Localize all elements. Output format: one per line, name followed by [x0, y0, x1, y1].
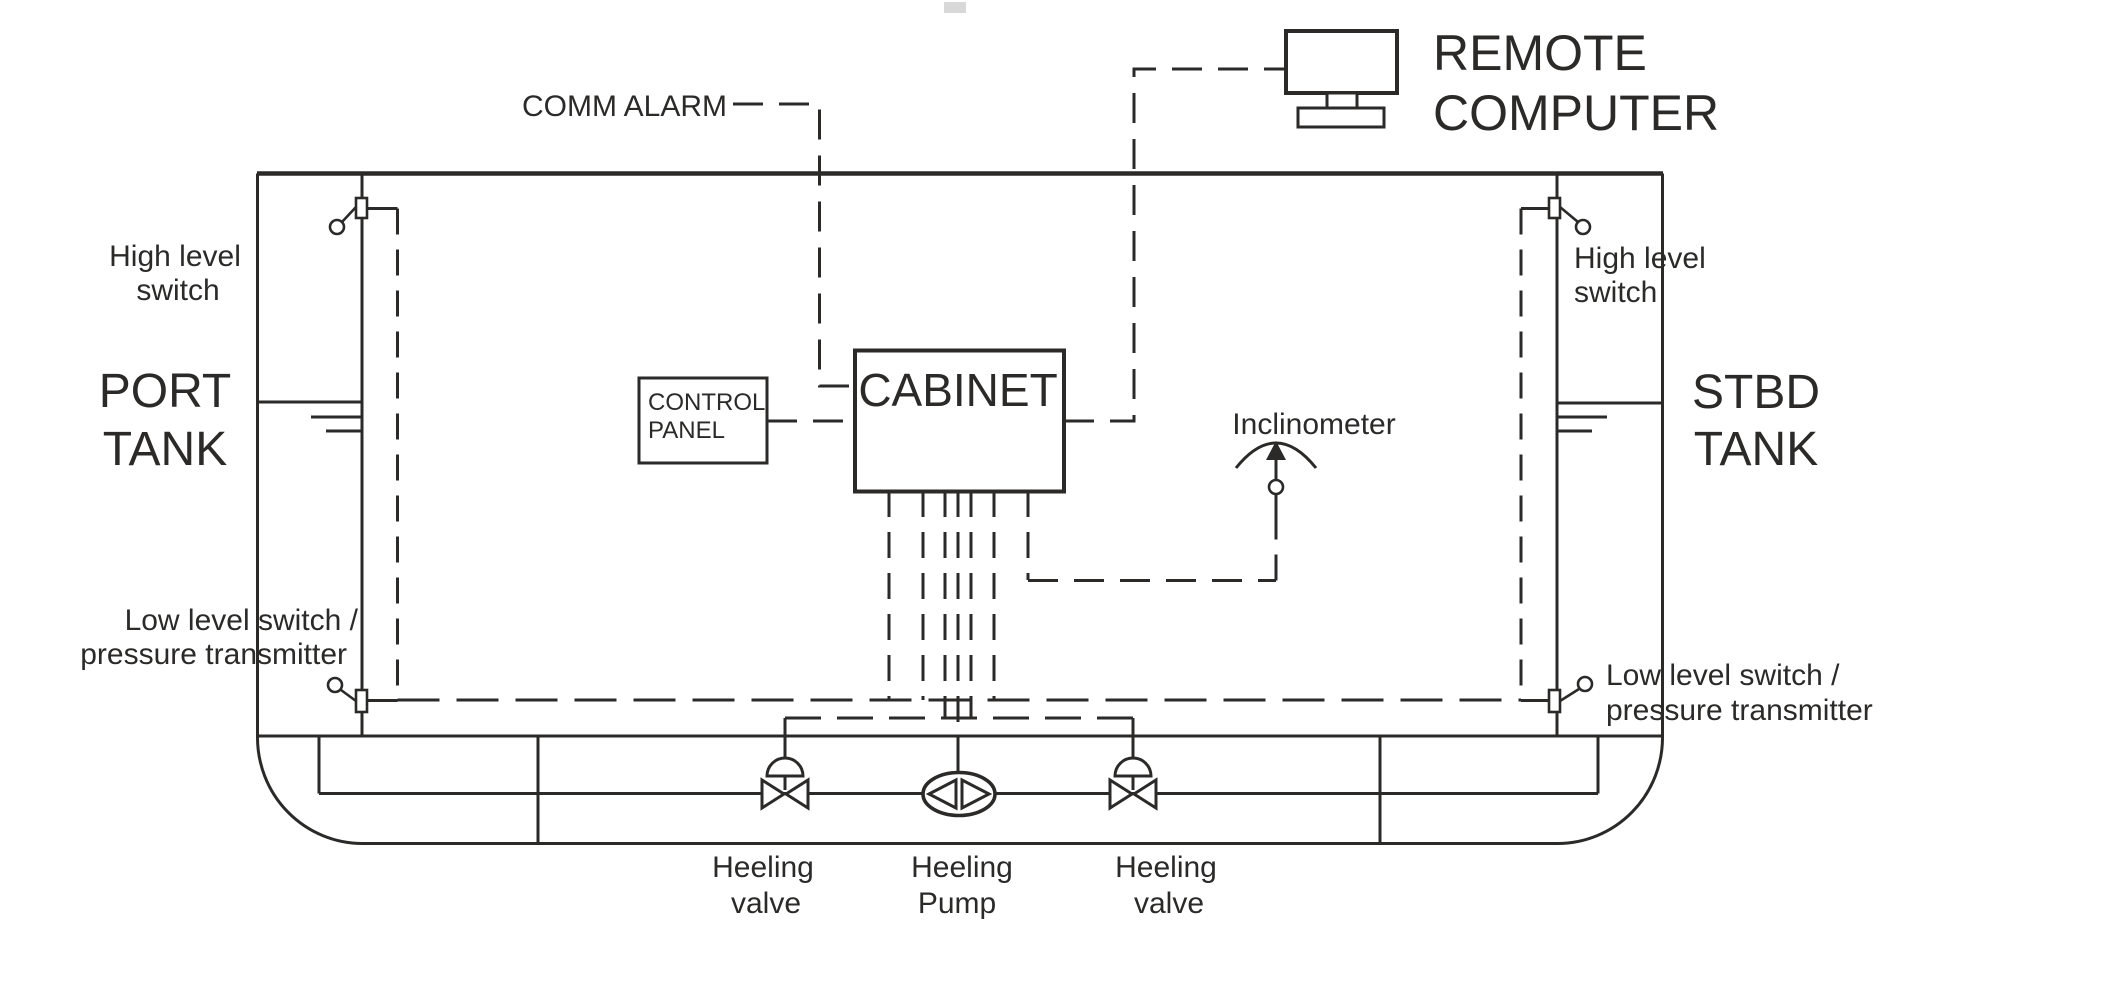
port-bilge-curve — [255, 736, 363, 845]
remote-computer-icon — [1284, 29, 1399, 129]
heeling-pump-icon — [921, 770, 997, 818]
low-level-switch-stbd-label-line2: pressure transmitter — [1606, 694, 1873, 727]
port-tank-water-level-icon — [257, 400, 362, 433]
high-level-switch-stbd-label-line2: switch — [1574, 276, 1657, 309]
low-level-switch-port-label-line1: Low level switch / — [125, 604, 359, 637]
heeling-pump-label-line2: Pump — [918, 887, 996, 920]
heeling-valve-left-label-line2: valve — [731, 887, 801, 920]
high-level-switch-port-icon — [328, 196, 398, 236]
cabinet-box: CABINET — [853, 348, 1066, 494]
low-level-switch-port-icon — [326, 676, 398, 714]
stbd-bilge-curve — [1557, 736, 1665, 845]
high-level-switch-port-label-line1: High level — [109, 240, 241, 273]
signal-lines — [396, 67, 1523, 772]
comm-alarm-label: COMM ALARM — [522, 90, 727, 123]
heeling-valve-left-label-line1: Heeling — [712, 851, 814, 884]
high-level-switch-port-label-line2: switch — [136, 274, 219, 307]
heeling-pump-label-line1: Heeling — [911, 851, 1013, 884]
low-level-switch-stbd-icon — [1521, 675, 1594, 714]
port-tank-label-line1: PORT — [99, 365, 231, 418]
heeling-valve-right-icon — [1108, 756, 1158, 811]
heeling-valve-right-label-line2: valve — [1134, 887, 1204, 920]
remote-computer-label-line2: COMPUTER — [1433, 85, 1719, 141]
inclinometer-icon — [1234, 441, 1318, 528]
control-panel-box: CONTROL PANEL — [637, 376, 769, 465]
high-level-switch-stbd-icon — [1521, 196, 1592, 236]
port-tank-label-line2: TANK — [103, 423, 227, 476]
stbd-tank-water-level-icon — [1557, 401, 1663, 433]
cabinet-label: CABINET — [858, 364, 1057, 416]
inclinometer-label: Inclinometer — [1232, 408, 1395, 441]
heeling-valve-left-icon — [760, 756, 810, 811]
high-level-switch-stbd-label-line1: High level — [1574, 242, 1706, 275]
remote-computer-line — [1064, 67, 1286, 423]
stbd-tank-label-line1: STBD — [1692, 366, 1820, 419]
stbd-tank-label-line2: TANK — [1694, 423, 1818, 476]
low-level-switch-stbd-label-line1: Low level switch / — [1606, 659, 1840, 692]
scan-artifact — [944, 2, 966, 13]
comm-alarm-line — [733, 102, 855, 388]
control-panel-label-line1: CONTROL — [648, 389, 765, 416]
low-level-switch-port-label-line2: pressure transmitter — [80, 638, 347, 671]
ship-hull-outline — [255, 171, 1665, 845]
heeling-valve-right-label-line1: Heeling — [1115, 851, 1217, 884]
control-panel-label-line2: PANEL — [648, 417, 725, 444]
remote-computer-label-line1: REMOTE — [1433, 25, 1647, 81]
